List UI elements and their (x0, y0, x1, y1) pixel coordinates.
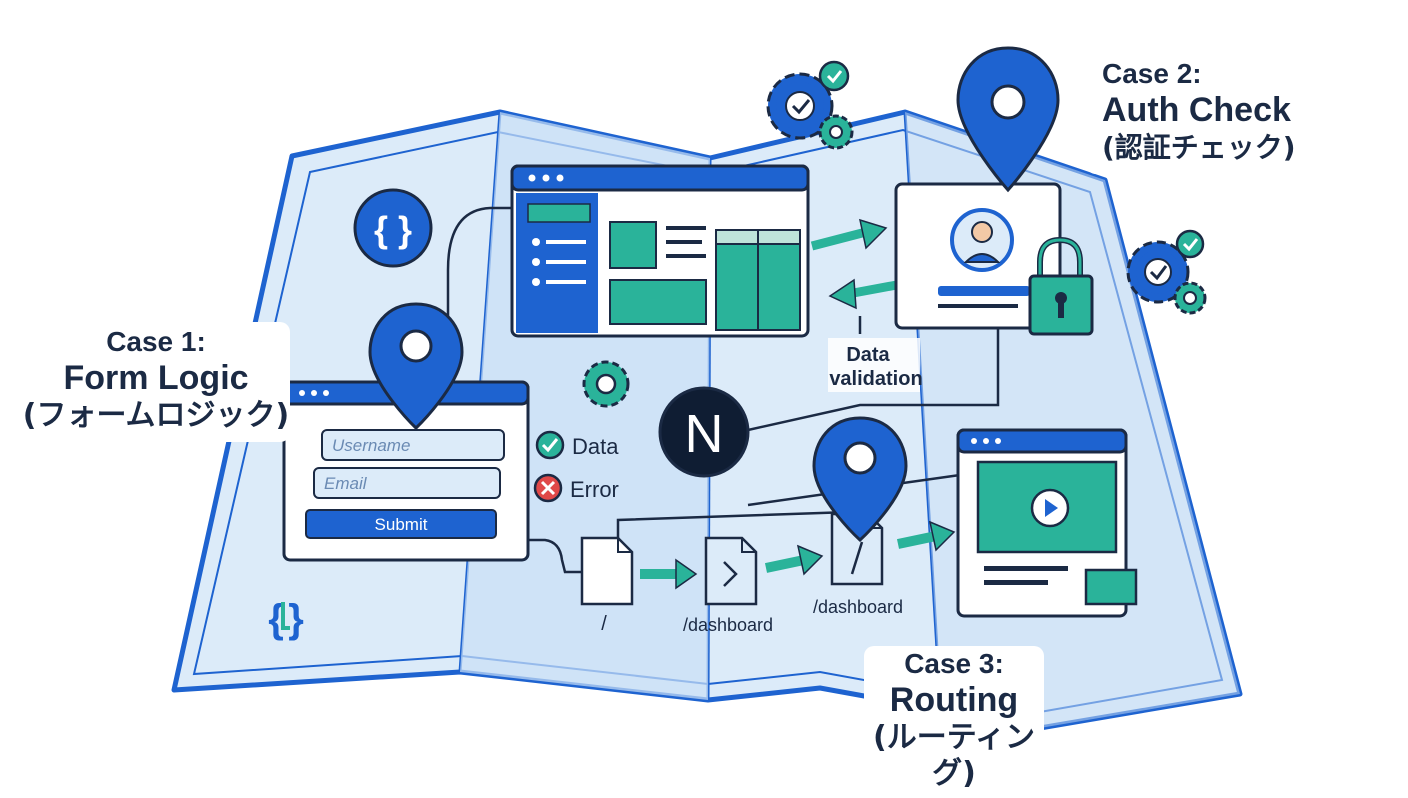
case3-callout: Case 3: Routing (ルーティング) (864, 646, 1044, 798)
route-dashboard-label-1: /dashboard (683, 615, 773, 635)
username-field[interactable] (321, 429, 505, 461)
submit-button-label: Submit (375, 515, 428, 534)
route-file-root: / (580, 536, 634, 635)
dashboard-window (510, 164, 810, 338)
data-status-label: Data (572, 434, 619, 459)
case1-callout: Case 1: Form Logic (フォームロジック) (22, 322, 290, 442)
error-status: Error (533, 473, 619, 503)
case1-title: Form Logic (63, 359, 249, 397)
case1-subtitle: (フォームロジック) (22, 398, 290, 433)
data-status: Data (535, 430, 619, 460)
case3-title: Routing (889, 681, 1019, 719)
route-arrow-1 (640, 558, 698, 590)
route-dashboard-label-2: /dashboard (813, 597, 903, 617)
workflow-map-diagram: { } (171, 46, 1243, 731)
form-window: Username Email Submit (282, 380, 530, 562)
svg-text:{ }: { } (374, 209, 412, 250)
json-braces-icon: { } (353, 188, 433, 268)
video-window (956, 428, 1138, 618)
gear-check-icon-right (1126, 229, 1207, 315)
map-pin-icon (956, 46, 1060, 193)
email-placeholder: Email (324, 474, 368, 493)
nextjs-logo: N (658, 386, 750, 478)
case3-label: Case 3: (904, 648, 1004, 679)
validation-line-1: Data (846, 344, 890, 366)
chevron-right-icon (723, 561, 738, 587)
email-field[interactable] (313, 467, 501, 499)
check-circle-icon (535, 430, 565, 460)
auth-card (894, 182, 1062, 330)
code-braces-logo: { } (268, 597, 304, 641)
route-arrow-2 (764, 544, 824, 576)
arrow-to-auth (810, 218, 888, 251)
svg-text:}: } (288, 597, 304, 641)
username-placeholder: Username (332, 436, 410, 455)
case2-callout: Case 2: Auth Check (認証チェック) (1086, 52, 1354, 174)
map-pin-icon-case3 (812, 416, 908, 543)
error-status-label: Error (570, 477, 619, 502)
case1-label: Case 1: (106, 326, 206, 357)
arrow-from-auth (828, 278, 903, 310)
data-validation-label: Data validation (828, 338, 923, 392)
gear-icon (582, 360, 630, 408)
route-file-dashboard: /dashboard (683, 536, 773, 635)
case2-subtitle: (認証チェック) (1102, 131, 1296, 164)
lock-icon (1028, 236, 1094, 336)
nextjs-logo-letter: N (685, 404, 724, 464)
svg-text:{: { (268, 597, 284, 641)
case2-label: Case 2: (1102, 58, 1202, 89)
case3-subtitle: (ルーティング) (873, 720, 1035, 791)
map-pin-icon-case1 (368, 302, 464, 431)
route-root-label: / (601, 613, 607, 635)
route-arrow-3 (896, 520, 956, 552)
validation-line-2: validation (829, 368, 922, 390)
submit-button[interactable] (305, 509, 497, 539)
case2-title: Auth Check (1102, 91, 1291, 129)
gear-check-icon (766, 60, 854, 150)
